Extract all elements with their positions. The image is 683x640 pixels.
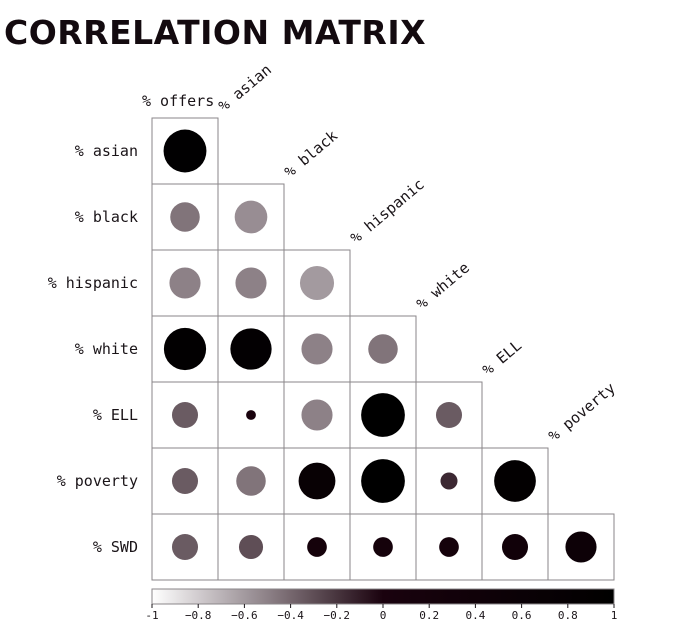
correlation-circle xyxy=(163,327,207,371)
correlation-circle xyxy=(236,466,266,496)
correlation-circle xyxy=(246,410,256,420)
correlation-circle xyxy=(435,401,463,429)
column-label: % hispanic xyxy=(347,175,428,247)
row-label: % ELL xyxy=(93,406,138,424)
correlation-circle xyxy=(494,460,536,502)
colorbar-tick-label: 0.2 xyxy=(419,609,439,622)
colorbar-tick-label: −0.8 xyxy=(185,609,212,622)
column-label: % offers xyxy=(142,92,214,110)
correlation-circle xyxy=(301,333,333,365)
correlation-circle xyxy=(298,462,336,500)
correlation-circle xyxy=(170,202,200,232)
correlation-circle xyxy=(440,472,458,490)
colorbar-tick-label: −0.2 xyxy=(324,609,351,622)
correlation-circle xyxy=(361,459,405,503)
row-label: % hispanic xyxy=(48,274,138,292)
colorbar-tick-label: −0.6 xyxy=(231,609,258,622)
correlation-circle xyxy=(230,328,272,370)
correlation-circle xyxy=(235,267,267,299)
column-label: % asian xyxy=(215,61,275,115)
column-label: % poverty xyxy=(545,379,619,445)
correlation-circle xyxy=(373,537,393,557)
colorbar-tick-label: −0.4 xyxy=(277,609,304,622)
colorbar-tick-label: 0.8 xyxy=(558,609,578,622)
colorbar-tick-label: 0.6 xyxy=(512,609,532,622)
colorbar-tick-label: -1 xyxy=(145,609,158,622)
correlation-circle xyxy=(234,200,268,234)
correlation-circle xyxy=(307,537,327,557)
correlation-circle xyxy=(171,467,199,495)
correlation-circle xyxy=(171,533,199,561)
colorbar-tick-label: 0.4 xyxy=(465,609,485,622)
correlation-circle xyxy=(169,267,201,299)
column-label: % white xyxy=(413,259,473,313)
correlation-circle xyxy=(301,399,333,431)
column-label: % black xyxy=(281,127,341,181)
correlation-circle xyxy=(163,129,207,173)
colorbar xyxy=(151,588,615,605)
row-label: % SWD xyxy=(93,538,138,556)
chart-title: CORRELATION MATRIX xyxy=(4,13,427,52)
correlation-circle xyxy=(171,401,199,429)
row-label: % asian xyxy=(75,142,138,160)
colorbar-tick-label: 1 xyxy=(611,609,618,622)
row-label: % poverty xyxy=(57,472,138,490)
row-label: % black xyxy=(75,208,138,226)
column-label: % ELL xyxy=(479,336,525,379)
correlation-circle xyxy=(361,393,405,437)
correlation-circle xyxy=(238,534,264,560)
row-label: % white xyxy=(75,340,138,358)
correlation-circle xyxy=(299,265,335,301)
colorbar-tick-label: 0 xyxy=(380,609,387,622)
correlation-circle xyxy=(368,334,398,364)
correlation-circle xyxy=(565,531,597,563)
correlation-circle xyxy=(439,537,459,557)
correlation-circle xyxy=(501,533,529,561)
